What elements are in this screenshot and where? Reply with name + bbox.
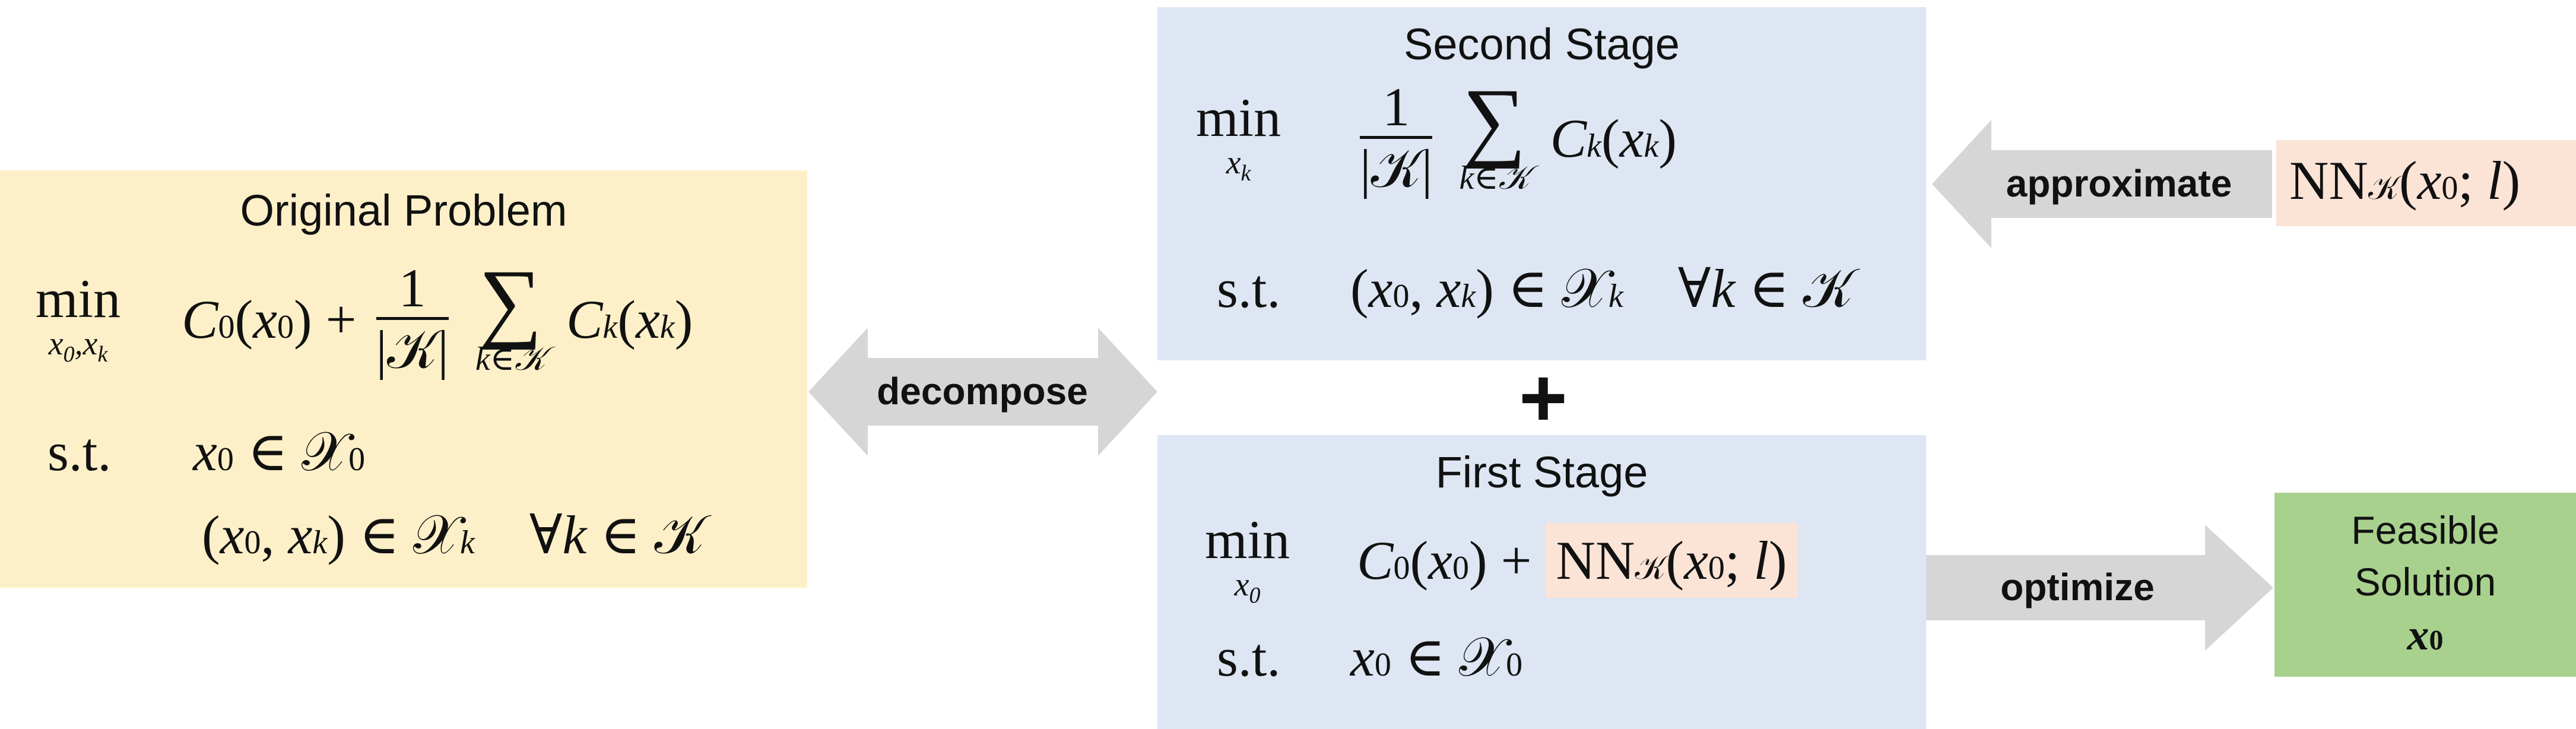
optimize-arrow: [1926, 525, 2273, 651]
second-stage-box: Second Stage min xk 1|𝒦| ∑k∈𝒦 Ck(xk) s.t…: [1157, 7, 1926, 360]
first-constraint: s.t.x0 ∈ 𝒳0: [1217, 627, 1523, 687]
first-objective: min x0 C0(x0) + NN𝒦(x0; l): [1205, 512, 1798, 608]
decompose-arrow: [808, 328, 1157, 456]
plus-sign: +: [1519, 351, 1568, 444]
feasible-line-1: Feasible: [2351, 508, 2499, 552]
optimize-label: optimize: [2000, 566, 2155, 608]
original-constraint-1: s.t.x0 ∈ 𝒳0: [47, 421, 366, 482]
feasible-line-2: Solution: [2354, 560, 2496, 604]
original-objective: min x0,xk C0(x0) + 1|𝒦| ∑k∈𝒦 Ck(xk): [36, 252, 693, 380]
original-constraint-2: (x0, xk) ∈ 𝒳k ∀k ∈ 𝒦: [202, 505, 705, 565]
first-stage-box: First Stage min x0 C0(x0) + NN𝒦(x0; l) s…: [1157, 435, 1926, 729]
feasible-solution-box: Feasible Solution x0: [2274, 493, 2576, 677]
feasible-var: x0: [2407, 611, 2444, 660]
decompose-label: decompose: [877, 370, 1088, 413]
original-problem-title: Original Problem: [240, 186, 567, 235]
first-stage-title: First Stage: [1435, 448, 1648, 497]
second-stage-title: Second Stage: [1404, 20, 1680, 69]
nn-term-first: NN𝒦(x0; l): [1545, 523, 1798, 598]
second-objective: min xk 1|𝒦| ∑k∈𝒦 Ck(xk): [1196, 71, 1677, 199]
second-constraint: s.t.(x0, xk) ∈ 𝒳k ∀k ∈ 𝒦: [1217, 258, 1854, 319]
approximate-arrow: [1932, 120, 2272, 248]
nn-approx-box: NN𝒦(x0; l): [2276, 140, 2576, 226]
approximate-label: approximate: [2006, 162, 2232, 205]
original-problem-box: Original Problem min x0,xk C0(x0) + 1|𝒦|…: [0, 170, 807, 588]
